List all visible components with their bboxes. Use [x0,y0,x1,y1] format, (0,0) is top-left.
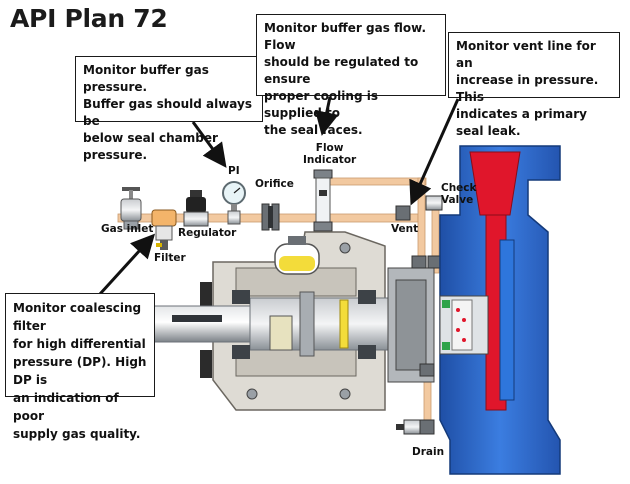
coalescing-filter [151,209,177,250]
label-drain: Drain [412,446,445,458]
bearings [232,290,376,359]
label-flow-indicator: Flow Indicator [303,142,357,166]
callout-buffer-gas-flow: Monitor buffer gas flow. Flow should be … [256,14,446,137]
oil-sight-glass [274,236,320,275]
pressure-gauge [222,181,246,225]
pump-shaft [152,291,411,357]
label-orifice: Orifice [255,178,294,190]
page-title: API Plan 72 [10,4,168,33]
pump-casing [439,145,561,475]
callout-arrows [98,96,460,296]
seal-faces [439,295,489,355]
regulator [183,190,209,227]
label-regulator: Regulator [178,227,237,239]
label-vent: Vent [391,223,419,235]
orifice [261,203,280,231]
flow-indicator [313,169,333,232]
label-filter: Filter [154,252,186,264]
label-pi: PI [228,165,240,177]
callout-coalescing-filter: Monitor coalescing filter for high diffe… [5,293,155,441]
gas-inlet-valve [120,187,142,230]
drain-valve [396,419,435,435]
label-check-valve: Check Valve [441,182,477,206]
label-gas-inlet: Gas inlet [101,223,154,235]
callout-buffer-gas-pressure: Monitor buffer gas pressure. Buffer gas … [75,56,263,162]
callout-vent-line: Monitor vent line for an increase in pre… [448,32,620,138]
